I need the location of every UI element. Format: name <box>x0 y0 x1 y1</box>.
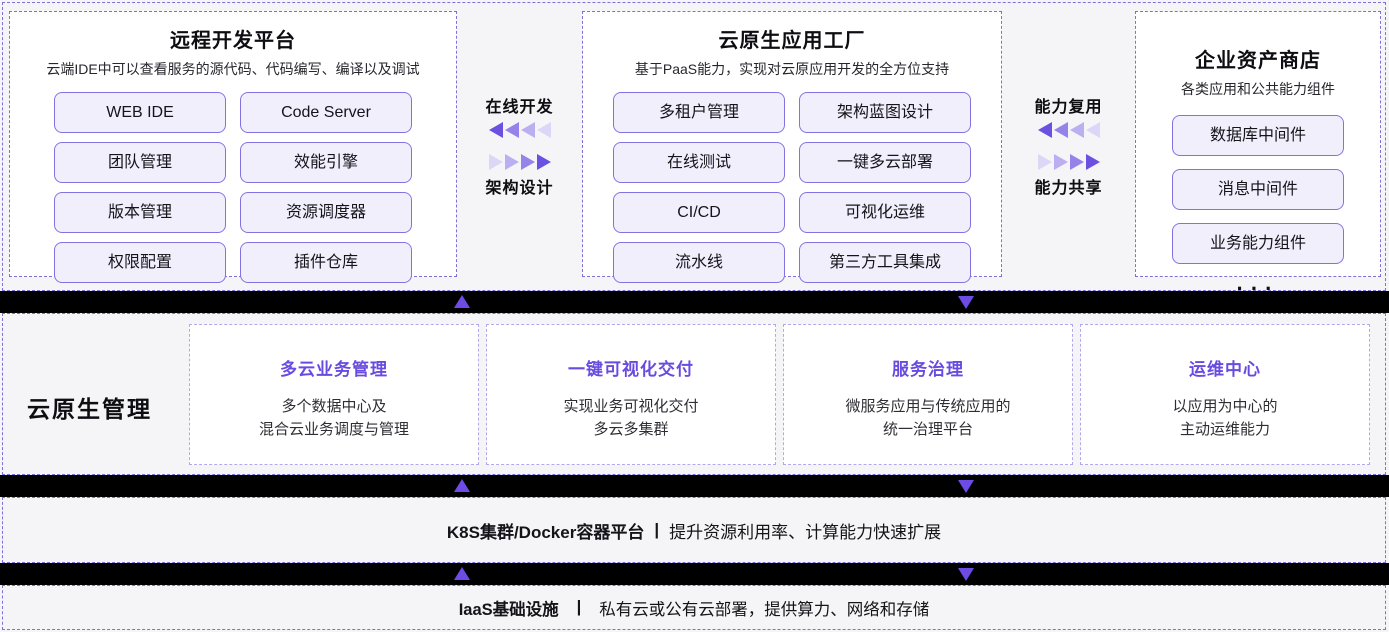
feature-resource-scheduler: 资源调度器 <box>240 192 412 233</box>
flow-down-arrow-icon <box>958 480 974 493</box>
remote-dev-platform-panel: 远程开发平台 云端IDE中可以查看服务的源代码、代码编写、编译以及调试 WEB … <box>9 11 457 283</box>
feature-permission-config: 权限配置 <box>54 242 226 283</box>
arrows-left-icon <box>1037 122 1101 138</box>
flow-down-arrow-icon <box>958 296 974 309</box>
feature-online-test: 在线测试 <box>613 142 785 183</box>
card-title: 服务治理 <box>892 360 964 379</box>
card-visual-delivery: 一键可视化交付 实现业务可视化交付 多云多集群 <box>486 324 776 465</box>
arrows-right-icon <box>488 154 552 170</box>
asset-list: 数据库中间件 消息中间件 业务能力组件 <box>1136 115 1380 264</box>
feature-pipeline: 流水线 <box>613 242 785 283</box>
feature-grid: 多租户管理 架构蓝图设计 在线测试 一键多云部署 CI/CD 可视化运维 流水线… <box>583 92 1001 283</box>
flow-bar <box>0 291 1389 313</box>
feature-code-server: Code Server <box>240 92 412 133</box>
strip-separator: | <box>654 520 660 539</box>
development-layer-section: 远程开发平台 云端IDE中可以查看服务的源代码、代码编写、编译以及调试 WEB … <box>2 2 1386 301</box>
card-title: 多云业务管理 <box>280 360 388 379</box>
feature-visual-ops: 可视化运维 <box>799 192 971 233</box>
connector-top-label: 在线开发 <box>485 99 554 116</box>
flow-bar <box>0 563 1389 585</box>
panel-subtitle: 云端IDE中可以查看服务的源代码、代码编写、编译以及调试 <box>46 61 420 77</box>
flow-up-arrow-icon <box>454 479 470 492</box>
card-description: 以应用为中心的 主动运维能力 <box>1172 398 1278 439</box>
feature-multi-tenant: 多租户管理 <box>613 92 785 133</box>
feature-version-management: 版本管理 <box>54 192 226 233</box>
card-title: 运维中心 <box>1189 360 1261 379</box>
feature-blueprint-design: 架构蓝图设计 <box>799 92 971 133</box>
connector-capability: 能力复用 能力共享 <box>1000 3 1137 269</box>
arrows-right-icon <box>1037 154 1101 170</box>
flow-up-arrow-icon <box>454 295 470 308</box>
management-label: 云原生管理 <box>27 396 152 422</box>
strip-description: 私有云或公有云部署，提供算力、网络和存储 <box>599 600 930 619</box>
card-ops-center: 运维中心 以应用为中心的 主动运维能力 <box>1080 324 1370 465</box>
feature-cicd: CI/CD <box>613 192 785 233</box>
asset-business-components: 业务能力组件 <box>1172 223 1344 264</box>
panel-title: 企业资产商店 <box>1195 50 1321 72</box>
strip-title: K8S集群/Docker容器平台 <box>446 522 645 542</box>
feature-team-management: 团队管理 <box>54 142 226 183</box>
panel-subtitle: 各类应用和公共能力组件 <box>1181 81 1335 97</box>
container-platform-section: K8S集群/Docker容器平台 | 提升资源利用率、计算能力快速扩展 <box>2 497 1386 563</box>
asset-msg-middleware: 消息中间件 <box>1172 169 1344 210</box>
flow-down-arrow-icon <box>958 568 974 581</box>
card-title: 一键可视化交付 <box>568 360 694 379</box>
connector-online-dev: 在线开发 架构设计 <box>457 3 582 269</box>
card-description: 多个数据中心及 混合云业务调度与管理 <box>258 398 409 439</box>
cloud-native-management-section: 云原生管理 多云业务管理 多个数据中心及 混合云业务调度与管理 一键可视化交付 … <box>2 313 1386 475</box>
container-platform-text: K8S集群/Docker容器平台 | 提升资源利用率、计算能力快速扩展 <box>447 518 941 543</box>
feature-multicloud-deploy: 一键多云部署 <box>799 142 971 183</box>
card-description: 微服务应用与传统应用的 统一治理平台 <box>845 398 1011 439</box>
panel-subtitle: 基于PaaS能力，实现对云原应用开发的全方位支持 <box>634 61 950 77</box>
strip-title: IaaS基础设施 <box>458 600 559 619</box>
card-service-governance: 服务治理 微服务应用与传统应用的 统一治理平台 <box>783 324 1073 465</box>
asset-db-middleware: 数据库中间件 <box>1172 115 1344 156</box>
strip-separator: | <box>576 598 582 616</box>
strip-description: 提升资源利用率、计算能力快速扩展 <box>669 522 942 542</box>
asset-store-panel: 企业资产商店 各类应用和公共能力组件 数据库中间件 消息中间件 业务能力组件 ·… <box>1135 11 1381 301</box>
card-description: 实现业务可视化交付 多云多集群 <box>563 398 699 439</box>
feature-efficiency-engine: 效能引擎 <box>240 142 412 183</box>
flow-bar <box>0 475 1389 497</box>
feature-plugin-repo: 插件仓库 <box>240 242 412 283</box>
feature-grid: WEB IDE Code Server 团队管理 效能引擎 版本管理 资源调度器… <box>10 92 456 283</box>
connector-bottom-label: 架构设计 <box>485 180 554 197</box>
card-multicloud-management: 多云业务管理 多个数据中心及 混合云业务调度与管理 <box>189 324 479 465</box>
feature-web-ide: WEB IDE <box>54 92 226 133</box>
panel-title: 远程开发平台 <box>170 30 296 52</box>
iaas-text: IaaS基础设施 | 私有云或公有云部署，提供算力、网络和存储 <box>459 596 930 620</box>
panel-title: 云原生应用工厂 <box>718 30 866 52</box>
connector-top-label: 能力复用 <box>1034 99 1103 116</box>
app-factory-panel: 云原生应用工厂 基于PaaS能力，实现对云原应用开发的全方位支持 多租户管理 架… <box>582 11 1002 283</box>
iaas-section: IaaS基础设施 | 私有云或公有云部署，提供算力、网络和存储 <box>2 585 1386 630</box>
feature-thirdparty-tools: 第三方工具集成 <box>799 242 971 283</box>
flow-up-arrow-icon <box>454 567 470 580</box>
arrows-left-icon <box>488 122 552 138</box>
connector-bottom-label: 能力共享 <box>1034 180 1103 197</box>
